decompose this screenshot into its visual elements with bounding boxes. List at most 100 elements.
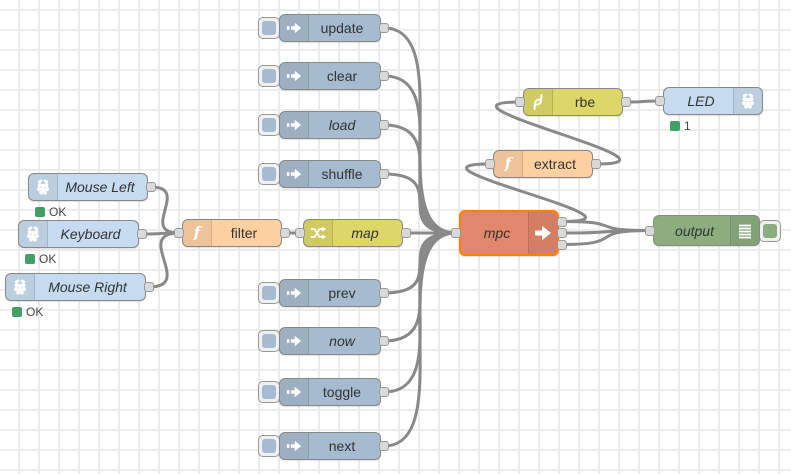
node-clear[interactable]: clear bbox=[279, 62, 381, 90]
node-label: prev bbox=[328, 285, 356, 301]
input-port[interactable] bbox=[515, 97, 525, 107]
inject-button[interactable] bbox=[258, 381, 280, 403]
svg-text:f: f bbox=[193, 224, 203, 242]
button-face bbox=[262, 167, 276, 181]
node-status: OK bbox=[35, 205, 66, 219]
node-status: 1 bbox=[670, 119, 691, 133]
node-label: filter bbox=[230, 225, 258, 241]
function-icon: f bbox=[183, 220, 212, 246]
function-icon: f bbox=[494, 151, 523, 177]
button-face bbox=[262, 334, 276, 348]
node-shuffle[interactable]: shuffle bbox=[279, 160, 381, 188]
output-port-0[interactable] bbox=[379, 441, 389, 451]
wire-rbe-to-led[interactable] bbox=[624, 99, 662, 104]
node-label: extract bbox=[533, 156, 576, 172]
node-update[interactable]: update bbox=[279, 14, 381, 42]
wire-extract-to-rbe[interactable] bbox=[494, 100, 622, 166]
output-port-0[interactable] bbox=[280, 228, 290, 238]
wire-mouse-right-to-filter[interactable] bbox=[147, 231, 181, 289]
node-mpc[interactable]: mpc bbox=[459, 210, 559, 256]
node-filter[interactable]: f filter bbox=[182, 219, 282, 247]
input-port[interactable] bbox=[485, 159, 495, 169]
svg-text:f: f bbox=[504, 155, 514, 173]
node-extract[interactable]: f extract bbox=[493, 150, 593, 178]
rbe-icon bbox=[524, 89, 553, 115]
node-label: mpc bbox=[483, 225, 511, 241]
input-port[interactable] bbox=[174, 228, 184, 238]
output-port-0[interactable] bbox=[621, 97, 631, 107]
inject-arrow-icon bbox=[280, 379, 309, 405]
inject-button[interactable] bbox=[258, 17, 280, 39]
status-dot-icon bbox=[12, 307, 22, 317]
input-port[interactable] bbox=[451, 228, 461, 238]
output-port-0[interactable] bbox=[379, 23, 389, 33]
output-port-0[interactable] bbox=[379, 288, 389, 298]
status-text: OK bbox=[49, 205, 67, 219]
node-label: Keyboard bbox=[60, 226, 121, 242]
node-load[interactable]: load bbox=[279, 111, 381, 139]
inject-arrow-icon bbox=[280, 63, 309, 89]
raspberry-pi-icon bbox=[733, 88, 762, 114]
inject-button[interactable] bbox=[258, 163, 280, 185]
status-text: OK bbox=[26, 305, 44, 319]
wire-shuffle-to-mpc[interactable] bbox=[382, 172, 458, 235]
output-port-0[interactable] bbox=[379, 336, 389, 346]
inject-button[interactable] bbox=[258, 330, 280, 352]
button-face bbox=[262, 21, 276, 35]
output-port-0[interactable] bbox=[146, 182, 156, 192]
node-output[interactable]: output bbox=[653, 215, 760, 246]
output-port-0[interactable] bbox=[591, 159, 601, 169]
button-face bbox=[262, 69, 276, 83]
wire-mpc-to-output[interactable] bbox=[560, 229, 652, 246]
output-port-0[interactable] bbox=[379, 169, 389, 179]
node-mouse-right[interactable]: Mouse Right bbox=[5, 273, 146, 301]
output-port-2[interactable] bbox=[557, 239, 567, 250]
button-face bbox=[262, 118, 276, 132]
button-face bbox=[262, 385, 276, 399]
raspberry-pi-icon bbox=[6, 274, 35, 300]
inject-button[interactable] bbox=[258, 282, 280, 304]
output-port-0[interactable] bbox=[379, 120, 389, 130]
node-mouse-left[interactable]: Mouse Left bbox=[28, 173, 148, 201]
output-port-0[interactable] bbox=[144, 282, 154, 292]
node-rbe[interactable]: rbe bbox=[523, 88, 623, 116]
inject-button[interactable] bbox=[258, 114, 280, 136]
output-port-1[interactable] bbox=[557, 228, 567, 238]
output-port-0[interactable] bbox=[379, 387, 389, 397]
node-toggle[interactable]: toggle bbox=[279, 378, 381, 406]
wire-mpc-to-extract[interactable] bbox=[465, 162, 587, 223]
node-map[interactable]: map bbox=[303, 219, 403, 247]
node-label: toggle bbox=[322, 384, 362, 400]
node-label: load bbox=[328, 117, 356, 133]
wire-load-to-mpc[interactable] bbox=[382, 123, 458, 235]
node-now[interactable]: now bbox=[279, 327, 381, 355]
node-prev[interactable]: prev bbox=[279, 279, 381, 307]
inject-arrow-icon bbox=[280, 328, 309, 354]
input-port[interactable] bbox=[645, 225, 655, 236]
button-face bbox=[262, 286, 276, 300]
inject-button[interactable] bbox=[258, 65, 280, 87]
input-port[interactable] bbox=[655, 96, 665, 106]
wire-next-to-mpc[interactable] bbox=[382, 231, 458, 448]
node-label: LED bbox=[687, 93, 715, 109]
node-label: output bbox=[675, 222, 714, 239]
node-label: now bbox=[329, 333, 355, 349]
node-next[interactable]: next bbox=[279, 432, 381, 460]
output-port-0[interactable] bbox=[557, 216, 567, 227]
node-label: Mouse Right bbox=[48, 279, 127, 295]
wire-mouse-left-to-filter[interactable] bbox=[149, 185, 181, 235]
input-port[interactable] bbox=[295, 228, 305, 238]
node-keyboard[interactable]: Keyboard bbox=[18, 220, 139, 248]
status-dot-icon bbox=[670, 121, 680, 131]
output-port-0[interactable] bbox=[137, 229, 147, 239]
output-port-0[interactable] bbox=[401, 228, 411, 238]
status-text: 1 bbox=[684, 119, 691, 133]
output-port-0[interactable] bbox=[379, 71, 389, 81]
node-led[interactable]: LED bbox=[663, 87, 763, 115]
debug-toggle-button[interactable] bbox=[759, 219, 781, 242]
inject-button[interactable] bbox=[258, 435, 280, 457]
status-dot-icon bbox=[25, 254, 35, 264]
node-label: rbe bbox=[574, 94, 596, 110]
arrow-right-icon bbox=[528, 212, 557, 254]
